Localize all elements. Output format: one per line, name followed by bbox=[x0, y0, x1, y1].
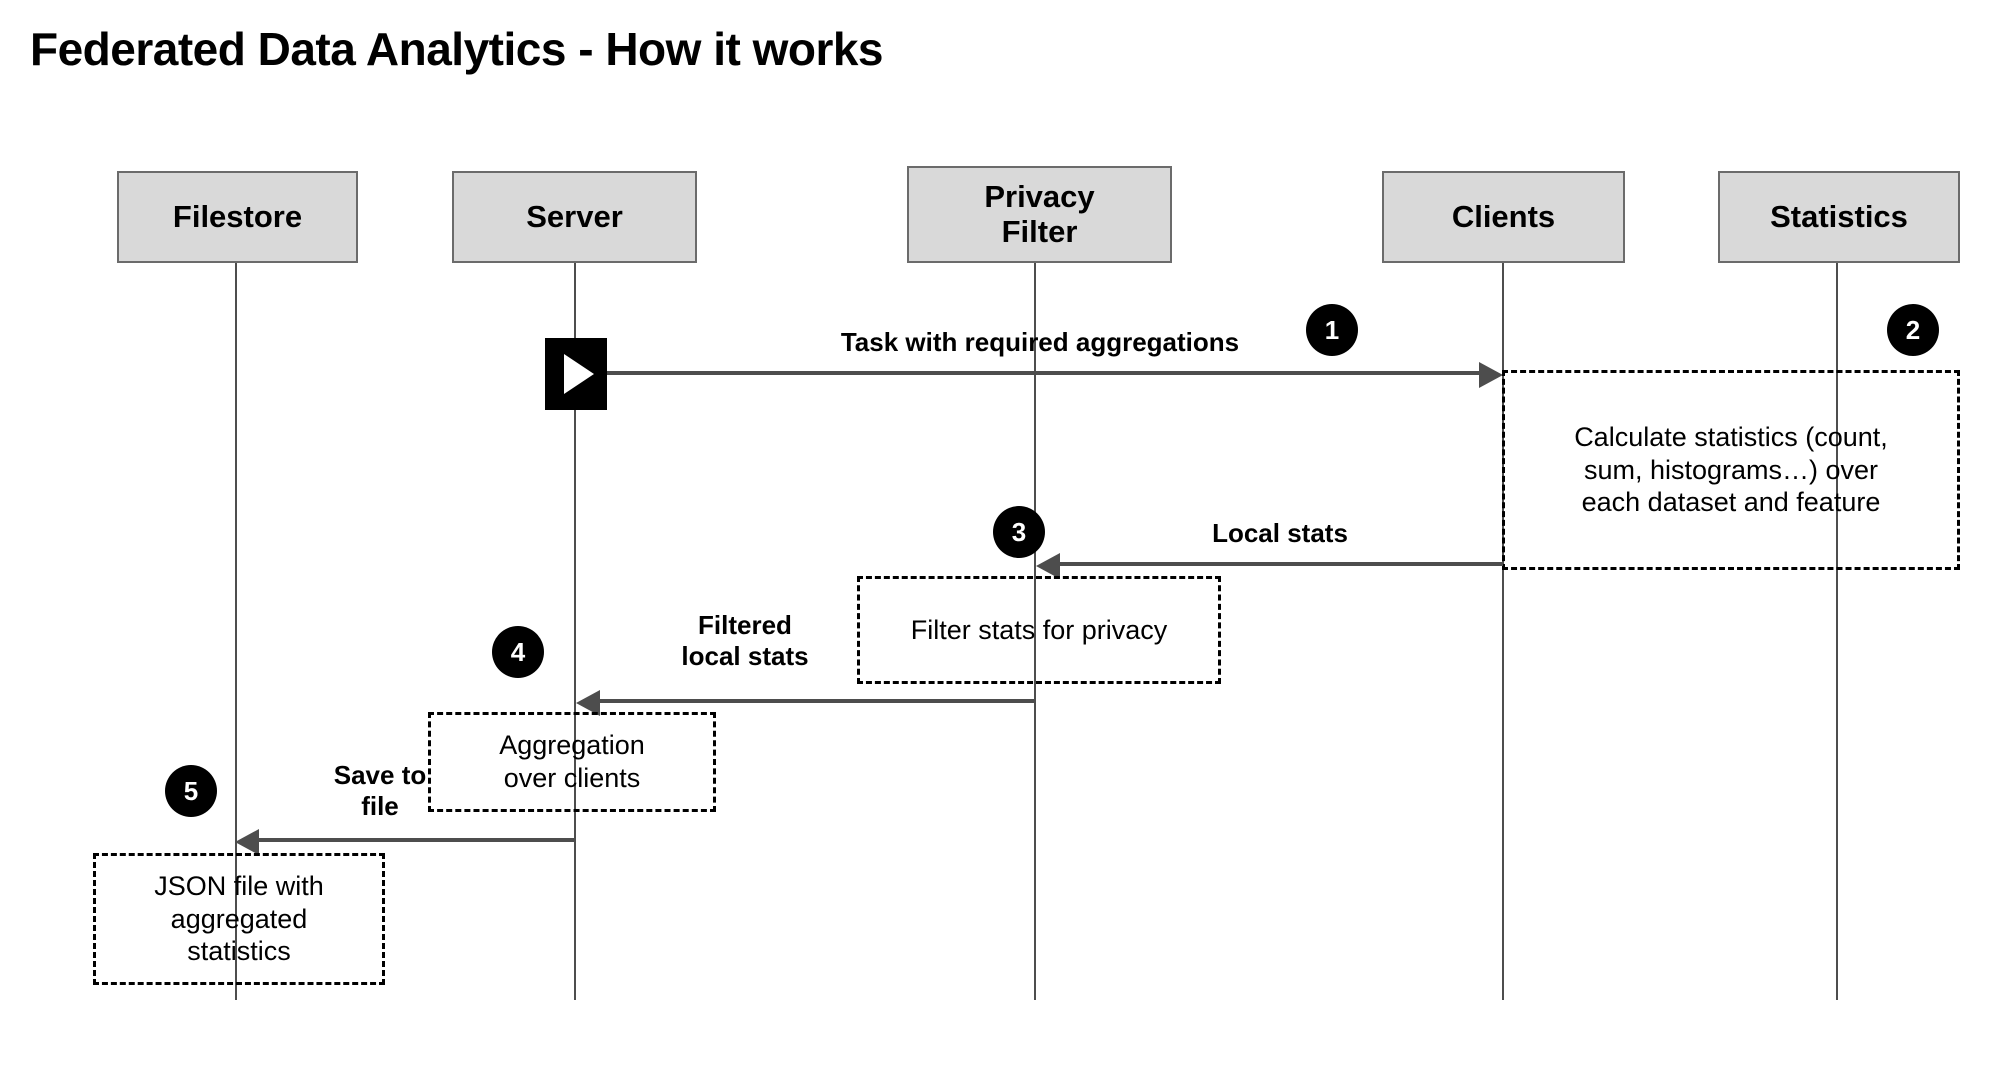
message-line-5 bbox=[259, 838, 575, 842]
actor-label-privacy-filter: Privacy Filter bbox=[984, 178, 1095, 249]
actor-label-statistics: Statistics bbox=[1770, 198, 1908, 234]
note-filter-stats-text: Filter stats for privacy bbox=[910, 614, 1168, 645]
lifeline-privacy-filter bbox=[1034, 262, 1036, 1000]
note-filter-stats: Filter stats for privacy bbox=[857, 576, 1221, 684]
lifeline-statistics bbox=[1836, 262, 1838, 1000]
actor-label-filestore: Filestore bbox=[172, 198, 303, 234]
message-label-3: Local stats bbox=[1212, 518, 1348, 548]
actor-box-server[interactable]: Server bbox=[452, 171, 697, 263]
play-icon[interactable] bbox=[545, 338, 607, 410]
message-label-1: Task with required aggregations bbox=[840, 327, 1240, 357]
note-json-file-text: JSON file with aggregated statistics bbox=[154, 870, 324, 967]
message-arrowhead-4 bbox=[576, 690, 600, 716]
actor-label-clients: Clients bbox=[1451, 198, 1556, 234]
step-badge-5: 5 bbox=[165, 765, 217, 817]
lifeline-filestore bbox=[235, 262, 237, 1000]
message-line-1 bbox=[575, 371, 1490, 375]
step-badge-2: 2 bbox=[1887, 304, 1939, 356]
note-json-file: JSON file with aggregated statistics bbox=[93, 853, 385, 985]
message-label-4: Filtered local stats bbox=[681, 610, 809, 672]
play-triangle bbox=[564, 354, 594, 394]
message-line-4 bbox=[600, 699, 1035, 703]
actor-label-server: Server bbox=[526, 198, 623, 234]
actor-box-filestore[interactable]: Filestore bbox=[117, 171, 358, 263]
lifeline-server bbox=[574, 262, 576, 1000]
note-aggregation-text: Aggregation over clients bbox=[499, 730, 645, 793]
actor-box-clients[interactable]: Clients bbox=[1382, 171, 1625, 263]
page-title: Federated Data Analytics - How it works bbox=[30, 23, 884, 75]
note-calculate-statistics: Calculate statistics (count, sum, histog… bbox=[1502, 370, 1960, 570]
step-badge-1: 1 bbox=[1306, 304, 1358, 356]
note-aggregation: Aggregation over clients bbox=[428, 712, 716, 812]
message-line-3 bbox=[1060, 562, 1503, 566]
actor-box-statistics[interactable]: Statistics bbox=[1718, 171, 1960, 263]
message-arrowhead-3 bbox=[1036, 553, 1060, 579]
actor-box-privacy-filter[interactable]: Privacy Filter bbox=[907, 166, 1172, 263]
step-badge-4: 4 bbox=[492, 626, 544, 678]
message-label-5: Save to file bbox=[333, 760, 427, 822]
message-arrowhead-1 bbox=[1479, 362, 1503, 388]
note-calculate-statistics-text: Calculate statistics (count, sum, histog… bbox=[1574, 421, 1888, 518]
lifeline-clients bbox=[1502, 262, 1504, 1000]
message-arrowhead-5 bbox=[235, 829, 259, 855]
step-badge-3: 3 bbox=[993, 506, 1045, 558]
